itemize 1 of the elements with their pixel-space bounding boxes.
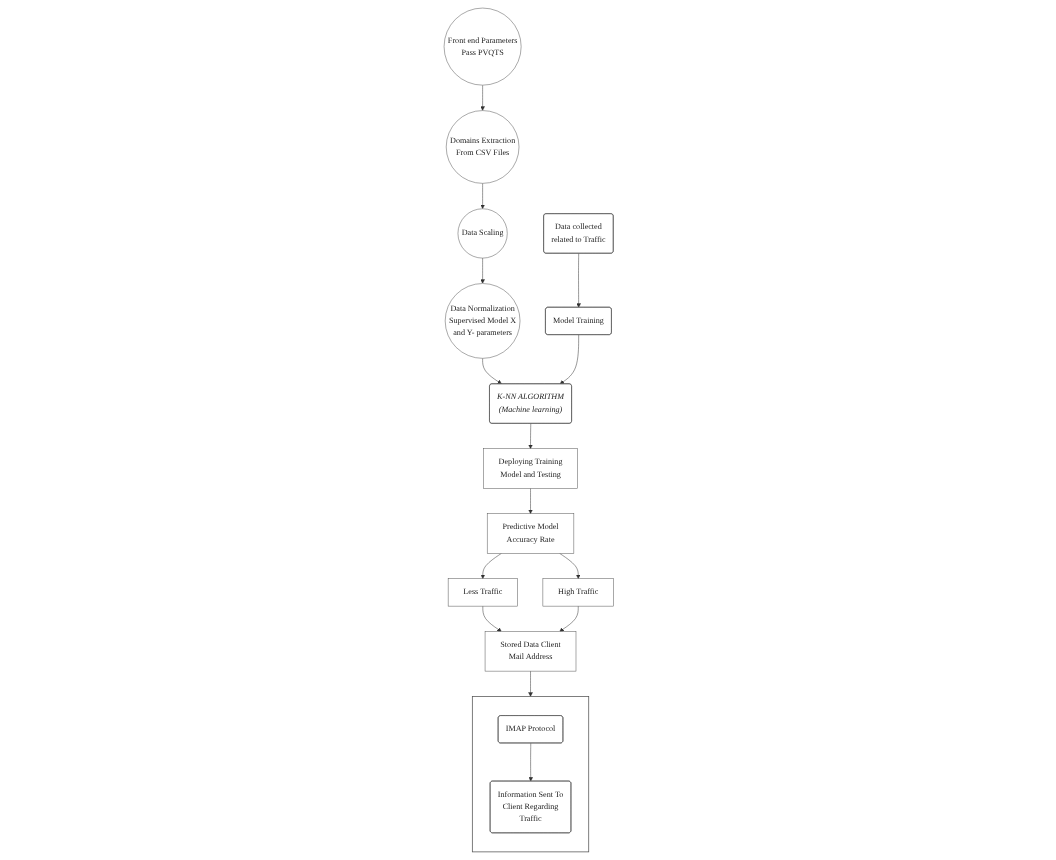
cluster bbox=[471, 696, 589, 853]
